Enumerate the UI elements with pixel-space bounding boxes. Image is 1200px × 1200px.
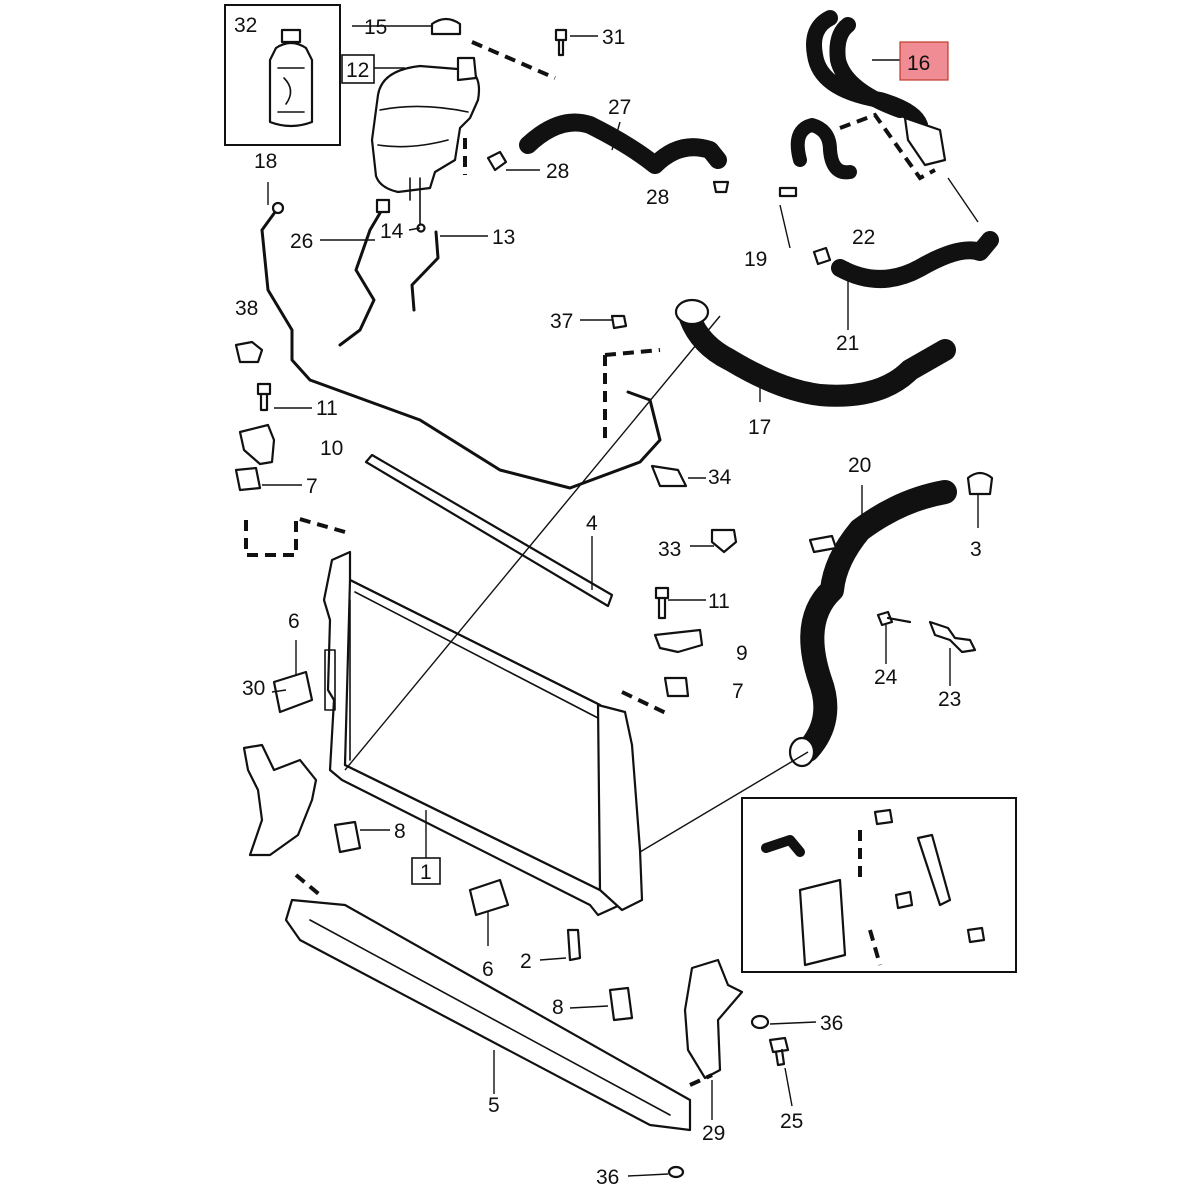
callout-7a: 7 (306, 475, 318, 498)
callout-18: 18 (254, 150, 277, 173)
callout-33: 33 (658, 538, 681, 561)
callout-15: 15 (364, 16, 387, 39)
callout-21: 21 (836, 332, 859, 355)
callout-30: 30 (242, 677, 265, 700)
callout-6a: 6 (288, 610, 300, 633)
callout-26: 26 (290, 230, 313, 253)
callout-20: 20 (848, 454, 871, 477)
callout-6b: 6 (482, 958, 494, 981)
callout-37: 37 (550, 310, 573, 333)
coolant-bottle-inset (224, 4, 341, 146)
callout-28a: 28 (546, 160, 569, 183)
callout-19: 19 (744, 248, 767, 271)
callout-10: 10 (320, 437, 343, 460)
callout-11a: 11 (316, 397, 338, 420)
hose-26 (338, 206, 385, 347)
callout-9: 9 (736, 642, 748, 665)
callout-17: 17 (748, 416, 771, 439)
callout-22: 22 (852, 226, 875, 249)
callout-29: 29 (702, 1122, 725, 1145)
callout-23: 23 (938, 688, 961, 711)
hose-17 (674, 298, 956, 407)
callout-36a: 36 (820, 1012, 843, 1035)
callout-8b: 8 (552, 996, 564, 1019)
callout-28b: 28 (646, 186, 669, 209)
callout-8a: 8 (394, 820, 406, 843)
callout-4: 4 (586, 512, 598, 535)
lower-shield-5 (284, 898, 692, 1132)
callout-16: 16 (907, 52, 930, 75)
callout-5: 5 (488, 1094, 500, 1117)
callout-1: 1 (420, 861, 432, 884)
callout-38: 38 (235, 297, 258, 320)
callout-12: 12 (346, 59, 369, 82)
expansion-tank (370, 17, 481, 226)
hose-assembly-16 (790, 10, 947, 180)
hose-21 (831, 231, 999, 288)
callout-36b: 36 (596, 1166, 619, 1189)
seal-strip-4 (364, 453, 614, 608)
callout-24: 24 (874, 666, 898, 689)
hose-27 (519, 113, 727, 174)
callout-2: 2 (520, 950, 532, 973)
hose-20 (788, 480, 957, 768)
callout-7b: 7 (732, 680, 744, 703)
callout-34: 34 (708, 466, 732, 489)
callout-3: 3 (970, 538, 982, 561)
callout-25: 25 (780, 1110, 803, 1133)
highlight-box-16 (899, 41, 949, 81)
callout-14: 14 (380, 220, 404, 243)
callout-11b: 11 (708, 590, 730, 613)
detail-inset-box (741, 797, 1017, 973)
callout-27: 27 (608, 96, 631, 119)
radiator (322, 550, 644, 917)
callout-32: 32 (234, 14, 257, 37)
callout-31: 31 (602, 26, 625, 49)
callout-13: 13 (492, 226, 515, 249)
